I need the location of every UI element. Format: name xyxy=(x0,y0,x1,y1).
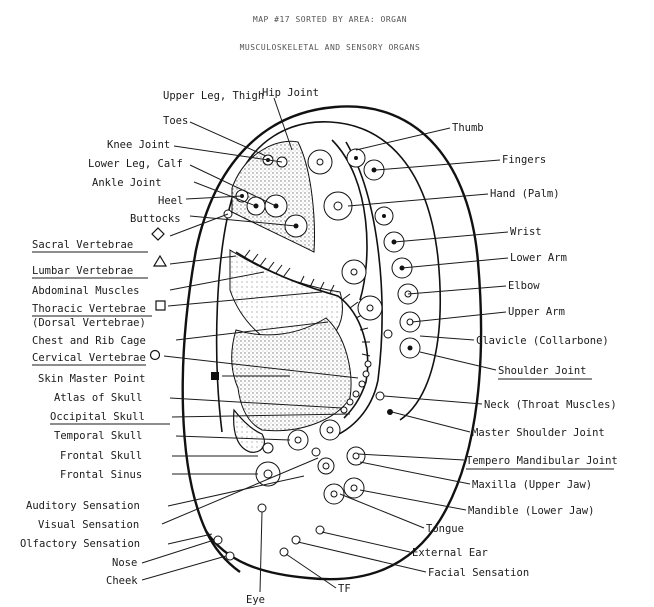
label-heel: Heel xyxy=(158,195,183,207)
right-labels: Thumb Fingers Hand (Palm) Wrist Lower Ar… xyxy=(412,122,618,579)
label-fingers: Fingers xyxy=(502,154,546,166)
label-nose: Nose xyxy=(112,557,137,569)
label-clavicle: Clavicle (Collarbone) xyxy=(476,335,609,347)
label-mandible: Mandible (Lower Jaw) xyxy=(468,505,594,517)
label-occipital-skull: Occipital Skull xyxy=(50,411,145,423)
label-atlas-of-skull: Atlas of Skull xyxy=(54,392,143,404)
label-lower-leg-calf: Lower Leg, Calf xyxy=(88,158,183,170)
label-facial-sensation: Facial Sensation xyxy=(428,567,529,579)
triangle-icon xyxy=(154,256,166,266)
label-frontal-sinus: Frontal Sinus xyxy=(60,469,142,481)
label-dorsal-vertebrae: (Dorsal Vertebrae) xyxy=(32,317,146,329)
label-thoracic-vertebrae: Thoracic Vertebrae xyxy=(32,303,146,315)
filled-square-icon xyxy=(211,372,219,380)
label-toes: Toes xyxy=(163,115,188,127)
label-shoulder-joint: Shoulder Joint xyxy=(498,365,587,377)
circle-icon xyxy=(151,351,160,360)
label-abdominal-muscles: Abdominal Muscles xyxy=(32,285,139,297)
label-thumb: Thumb xyxy=(452,122,484,134)
label-eye: Eye xyxy=(246,594,265,606)
label-hip-joint: Hip Joint xyxy=(262,87,319,99)
diamond-icon xyxy=(152,228,164,240)
label-chest-rib-cage: Chest and Rib Cage xyxy=(32,335,146,347)
label-tempero-mandibular-joint: Tempero Mandibular Joint xyxy=(466,455,618,467)
label-temporal-skull: Temporal Skull xyxy=(54,430,143,442)
label-knee-joint: Knee Joint xyxy=(107,139,170,151)
label-upper-arm: Upper Arm xyxy=(508,306,565,318)
label-maxilla: Maxilla (Upper Jaw) xyxy=(472,479,592,491)
label-visual-sensation: Visual Sensation xyxy=(38,519,139,531)
label-elbow: Elbow xyxy=(508,280,540,292)
label-external-ear: External Ear xyxy=(412,547,488,559)
label-hand-palm: Hand (Palm) xyxy=(490,188,560,200)
label-upper-leg-thigh: Upper Leg, Thigh xyxy=(163,90,264,102)
label-tongue: Tongue xyxy=(426,523,464,535)
label-ankle-joint: Ankle Joint xyxy=(92,177,162,189)
header-title: MAP #17 SORTED BY AREA: ORGAN xyxy=(253,15,407,24)
label-cheek: Cheek xyxy=(106,575,138,587)
header-subtitle: MUSCULOSKELETAL AND SENSORY ORGANS xyxy=(240,43,421,52)
label-sacral-vertebrae: Sacral Vertebrae xyxy=(32,239,133,251)
label-tf: TF xyxy=(338,583,351,595)
label-olfactory-sensation: Olfactory Sensation xyxy=(20,538,140,550)
label-cervical-vertebrae: Cervical Vertebrae xyxy=(32,352,146,364)
label-wrist: Wrist xyxy=(510,226,542,238)
label-frontal-skull: Frontal Skull xyxy=(60,450,142,462)
label-lower-arm: Lower Arm xyxy=(510,252,567,264)
cavum-concha xyxy=(232,318,351,431)
label-master-shoulder-joint: Master Shoulder Joint xyxy=(472,427,605,439)
square-icon xyxy=(156,301,165,310)
label-auditory-sensation: Auditory Sensation xyxy=(26,500,140,512)
label-lumbar-vertebrae: Lumbar Vertebrae xyxy=(32,265,133,277)
label-skin-master-point: Skin Master Point xyxy=(38,373,145,385)
label-neck: Neck (Throat Muscles) xyxy=(484,399,617,411)
lobe-points xyxy=(214,420,365,560)
label-buttocks: Buttocks xyxy=(130,213,181,225)
